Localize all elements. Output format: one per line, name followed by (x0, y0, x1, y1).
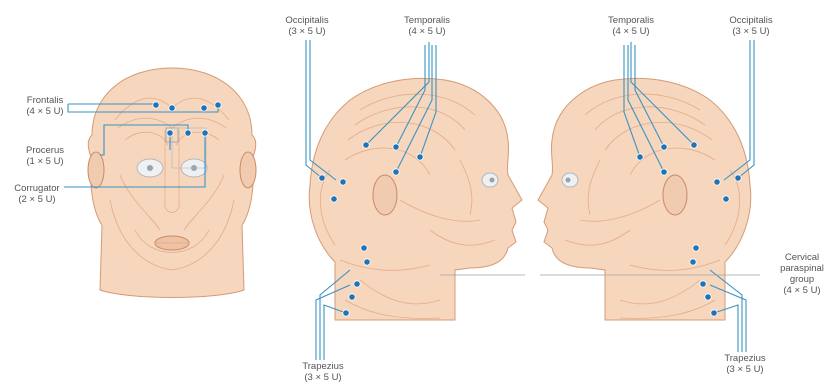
front-head (64, 68, 256, 298)
right-profile-head (538, 40, 754, 352)
label-procerus: Procerus (1 × 5 U) (20, 145, 70, 167)
injection-point (735, 175, 741, 181)
label-dose: (3 × 5 U) (278, 26, 336, 37)
injection-point (340, 179, 346, 185)
label-line: paraspinal (774, 263, 830, 274)
label-name: Temporalis (396, 15, 458, 26)
left-profile-head (306, 40, 522, 360)
label-cervical-paraspinal: Cervical paraspinal group (4 × 5 U) (774, 252, 830, 296)
label-dose: (4 × 5 U) (774, 285, 830, 296)
label-dose: (3 × 5 U) (716, 364, 774, 375)
label-dose: (3 × 5 U) (722, 26, 780, 37)
injection-point (215, 102, 221, 108)
label-name: Procerus (20, 145, 70, 156)
label-line: group (774, 274, 830, 285)
injection-point (202, 130, 208, 136)
injection-point (331, 196, 337, 202)
injection-point (364, 259, 370, 265)
label-dose: (2 × 5 U) (8, 194, 66, 205)
injection-point (705, 294, 711, 300)
injection-point (185, 130, 191, 136)
injection-point (711, 310, 717, 316)
label-trapezius-right: Trapezius (3 × 5 U) (716, 353, 774, 375)
label-name: Temporalis (600, 15, 662, 26)
label-frontalis: Frontalis (4 × 5 U) (20, 95, 70, 117)
label-dose: (4 × 5 U) (20, 106, 70, 117)
label-corrugator: Corrugator (2 × 5 U) (8, 183, 66, 205)
label-occipitalis-left: Occipitalis (3 × 5 U) (278, 15, 336, 37)
label-dose: (3 × 5 U) (294, 372, 352, 383)
injection-point (361, 245, 367, 251)
label-temporalis-right: Temporalis (4 × 5 U) (600, 15, 662, 37)
injection-point (693, 245, 699, 251)
injection-point (661, 144, 667, 150)
label-dose: (4 × 5 U) (600, 26, 662, 37)
injection-point (661, 169, 667, 175)
label-dose: (4 × 5 U) (396, 26, 458, 37)
injection-point (349, 294, 355, 300)
injection-point (343, 310, 349, 316)
injection-point (319, 175, 325, 181)
label-name: Occipitalis (278, 15, 336, 26)
label-name: Trapezius (294, 361, 352, 372)
label-name: Corrugator (8, 183, 66, 194)
label-line: Cervical (774, 252, 830, 263)
label-occipitalis-right: Occipitalis (3 × 5 U) (722, 15, 780, 37)
injection-point (714, 179, 720, 185)
injection-point (393, 144, 399, 150)
injection-point (700, 281, 706, 287)
injection-point (691, 142, 697, 148)
injection-point (393, 169, 399, 175)
injection-point (201, 105, 207, 111)
injection-point (153, 102, 159, 108)
label-temporalis-left: Temporalis (4 × 5 U) (396, 15, 458, 37)
injection-point (169, 105, 175, 111)
injection-point (363, 142, 369, 148)
label-dose: (1 × 5 U) (20, 156, 70, 167)
injection-point (167, 130, 173, 136)
label-name: Occipitalis (722, 15, 780, 26)
injection-point (723, 196, 729, 202)
injection-point (354, 281, 360, 287)
injection-point (637, 154, 643, 160)
injection-point (690, 259, 696, 265)
label-name: Trapezius (716, 353, 774, 364)
injection-point (417, 154, 423, 160)
label-name: Frontalis (20, 95, 70, 106)
label-trapezius-left: Trapezius (3 × 5 U) (294, 361, 352, 383)
